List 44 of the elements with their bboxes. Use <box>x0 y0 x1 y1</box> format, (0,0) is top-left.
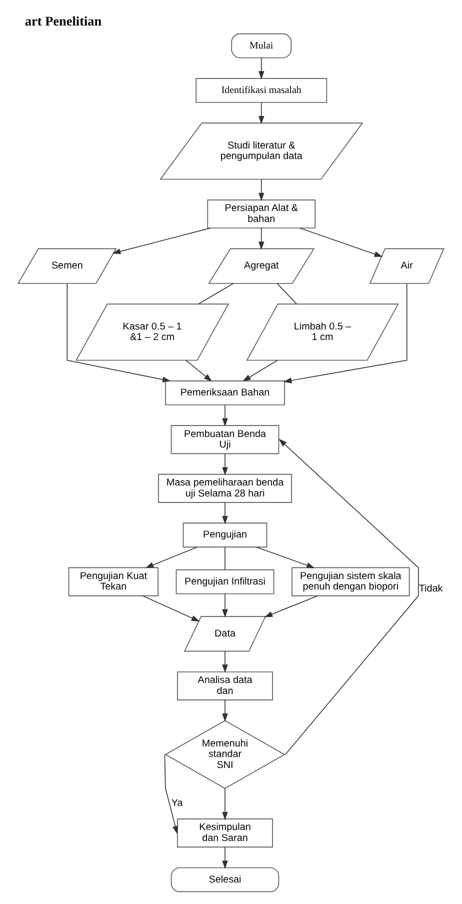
arrow <box>145 546 198 568</box>
arrow <box>222 700 228 722</box>
arrow <box>258 228 264 250</box>
node-box: Analisa data dan <box>177 671 273 700</box>
arrow <box>278 438 419 755</box>
node-box: Pengujian <box>182 522 268 548</box>
arrow <box>185 360 212 382</box>
edge-label: Ya <box>171 798 183 810</box>
node-box: Pengujian sistem skala penuh dengan biopori <box>292 567 410 596</box>
node-box: Pemeriksaan Bahan <box>165 380 285 406</box>
arrow <box>283 283 408 384</box>
arrow <box>142 595 200 622</box>
edge-label: Tidak <box>418 583 443 594</box>
diagram-title: art Penelitian <box>24 13 102 28</box>
arrow <box>222 788 228 820</box>
node-box: Masa pemeliharaan benda uji Selama 28 hari <box>158 474 292 503</box>
arrow <box>242 360 278 382</box>
connector <box>276 283 298 304</box>
arrow <box>112 228 211 254</box>
arrow <box>258 57 264 80</box>
arrow <box>222 651 228 673</box>
arrow <box>264 595 318 618</box>
node-box: Persiapan Alat & bahan <box>207 200 316 228</box>
node-box: Identifikasi masalah <box>196 78 328 103</box>
arrow <box>258 178 264 202</box>
arrow <box>256 546 315 568</box>
node-box: Selesai <box>170 867 280 892</box>
node-box: Kesimpulan dan Saran <box>177 818 273 848</box>
arrow <box>258 102 264 124</box>
arrow <box>222 404 228 427</box>
node-diamond: Memenuhi standar SNI <box>164 720 286 789</box>
arrow <box>222 502 228 524</box>
connector <box>224 546 226 570</box>
arrow <box>299 228 383 257</box>
node-box: Pengujian Infiltrasi <box>176 569 274 594</box>
arrow <box>222 846 228 869</box>
arrow <box>222 593 228 618</box>
node-box: Mulai <box>231 33 292 58</box>
node-box: Pembuatan Benda Uji <box>170 425 280 454</box>
arrow <box>222 453 228 476</box>
connector <box>198 283 234 304</box>
arrow <box>164 754 178 834</box>
node-box: Pengujian Kuat Tekan <box>68 567 158 596</box>
arrow <box>66 283 171 382</box>
